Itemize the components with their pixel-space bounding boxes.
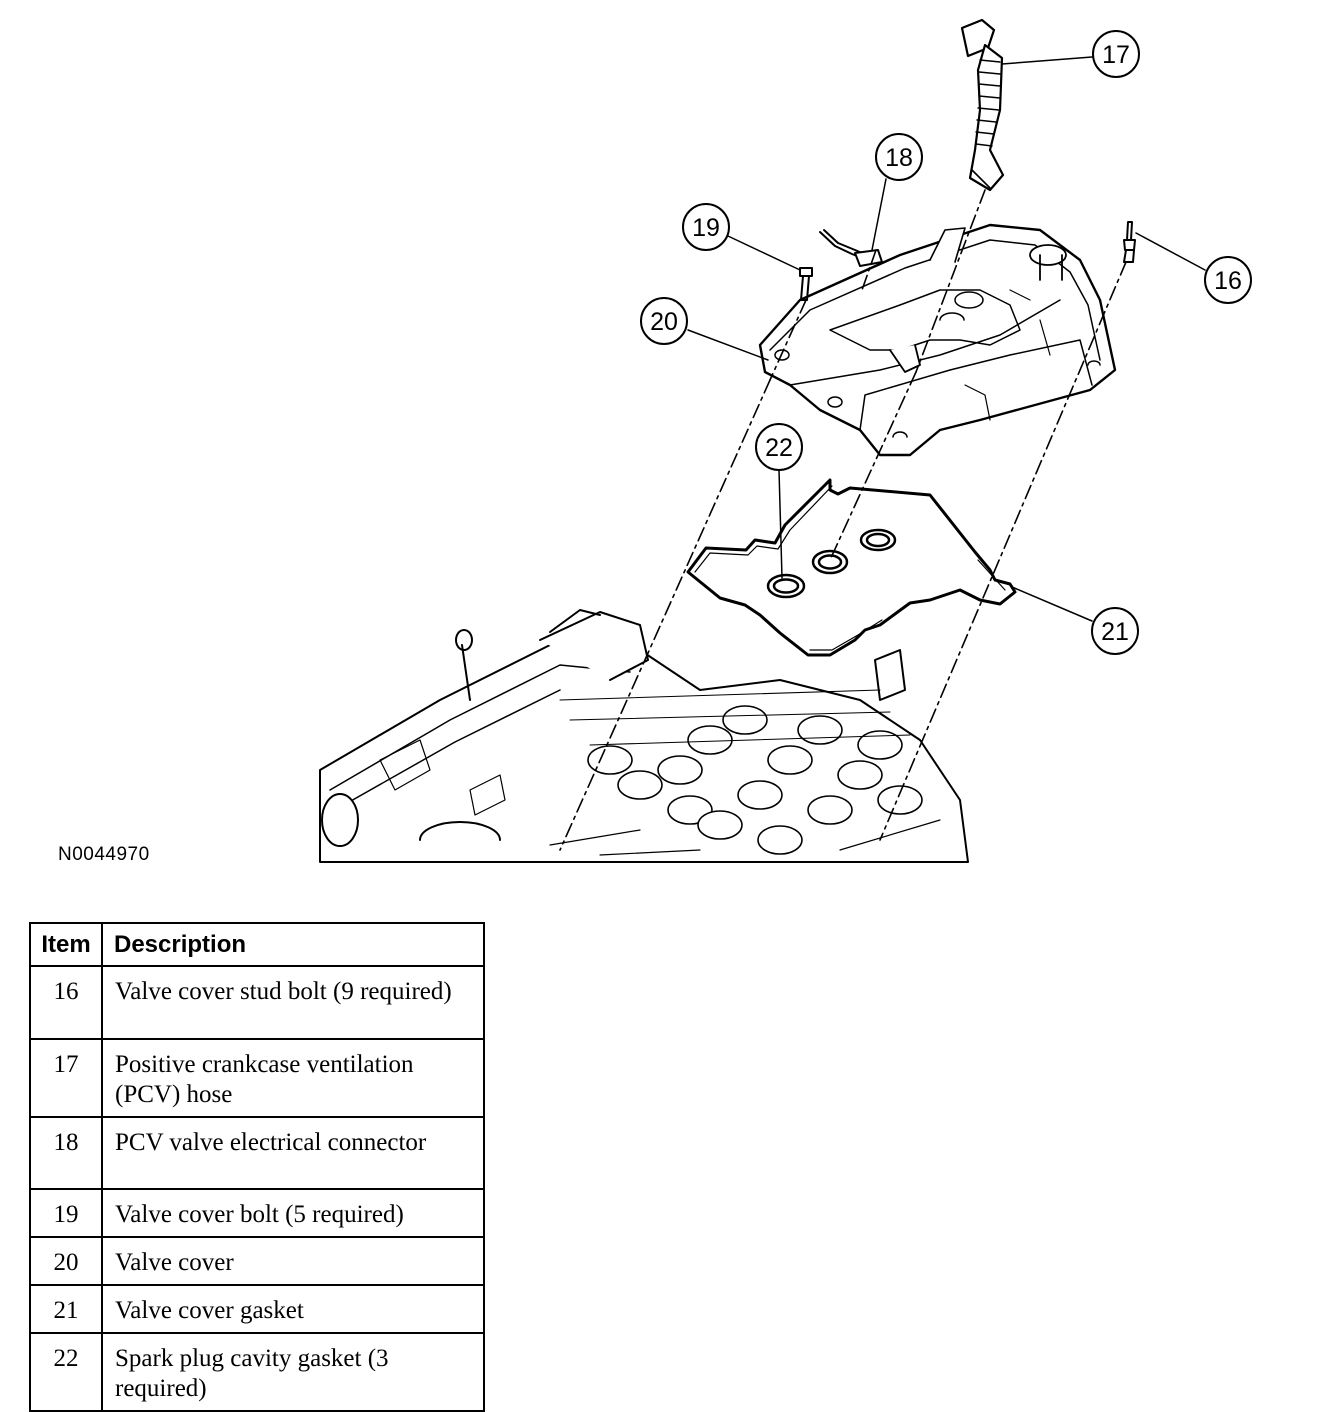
legend-row: 20 Valve cover bbox=[29, 1236, 485, 1286]
engine-block-illustration bbox=[319, 609, 969, 863]
callout-20: 20 bbox=[640, 297, 688, 345]
spark-plug-cavity-gaskets bbox=[766, 528, 897, 599]
legend-item-description: Valve cover bbox=[101, 1236, 485, 1286]
legend-item-description: Valve cover gasket bbox=[101, 1284, 485, 1334]
legend-header-row: Item Description bbox=[29, 922, 485, 967]
valve-cover-bolt-illustration bbox=[799, 267, 813, 301]
parts-legend-table: Item Description 16 Valve cover stud bol… bbox=[29, 922, 485, 1412]
legend-item-description: PCV valve electrical connector bbox=[101, 1116, 485, 1190]
callout-leaders bbox=[687, 56, 1206, 622]
callout-21: 21 bbox=[1091, 607, 1139, 655]
callout-22: 22 bbox=[755, 423, 803, 471]
pcv-hose-illustration bbox=[960, 18, 1005, 192]
legend-item-number: 18 bbox=[29, 1116, 103, 1190]
legend-item-number: 19 bbox=[29, 1188, 103, 1238]
callout-21-label: 21 bbox=[1101, 618, 1129, 646]
legend-row: 17 Positive crankcase ventilation (PCV) … bbox=[29, 1038, 485, 1118]
legend-header-description: Description bbox=[101, 922, 485, 967]
callout-20-label: 20 bbox=[650, 308, 678, 336]
legend-item-number: 21 bbox=[29, 1284, 103, 1334]
callout-16-label: 16 bbox=[1214, 267, 1242, 295]
legend-row: 18 PCV valve electrical connector bbox=[29, 1116, 485, 1190]
legend-item-description: Positive crankcase ventilation (PCV) hos… bbox=[101, 1038, 485, 1118]
legend-item-description: Valve cover bolt (5 required) bbox=[101, 1188, 485, 1238]
legend-item-number: 20 bbox=[29, 1236, 103, 1286]
legend-item-description: Valve cover stud bolt (9 required) bbox=[101, 965, 485, 1040]
callout-19-label: 19 bbox=[692, 214, 720, 242]
legend-header-item: Item bbox=[29, 922, 103, 967]
legend-item-number: 22 bbox=[29, 1332, 103, 1412]
callout-17: 17 bbox=[1092, 30, 1140, 78]
alignment-lines bbox=[559, 189, 1127, 851]
legend-row: 21 Valve cover gasket bbox=[29, 1284, 485, 1334]
callout-22-label: 22 bbox=[765, 434, 793, 462]
legend-item-description: Spark plug cavity gasket (3 required) bbox=[101, 1332, 485, 1412]
valve-cover-stud-bolt-illustration bbox=[1123, 221, 1136, 263]
callout-18: 18 bbox=[875, 133, 923, 181]
legend-row: 19 Valve cover bolt (5 required) bbox=[29, 1188, 485, 1238]
legend-row: 16 Valve cover stud bolt (9 required) bbox=[29, 965, 485, 1040]
legend-item-number: 17 bbox=[29, 1038, 103, 1118]
valve-cover-illustration bbox=[758, 223, 1117, 457]
callout-18-label: 18 bbox=[885, 144, 913, 172]
callout-17-label: 17 bbox=[1102, 41, 1130, 69]
valve-cover-gasket bbox=[686, 478, 1017, 657]
legend-row: 22 Spark plug cavity gasket (3 required) bbox=[29, 1332, 485, 1412]
callout-16: 16 bbox=[1204, 256, 1252, 304]
callout-19: 19 bbox=[682, 203, 730, 251]
figure-id: N0044970 bbox=[58, 844, 150, 865]
exploded-parts-diagram: 16 17 18 19 20 21 22 bbox=[319, 18, 1252, 863]
legend-item-number: 16 bbox=[29, 965, 103, 1040]
